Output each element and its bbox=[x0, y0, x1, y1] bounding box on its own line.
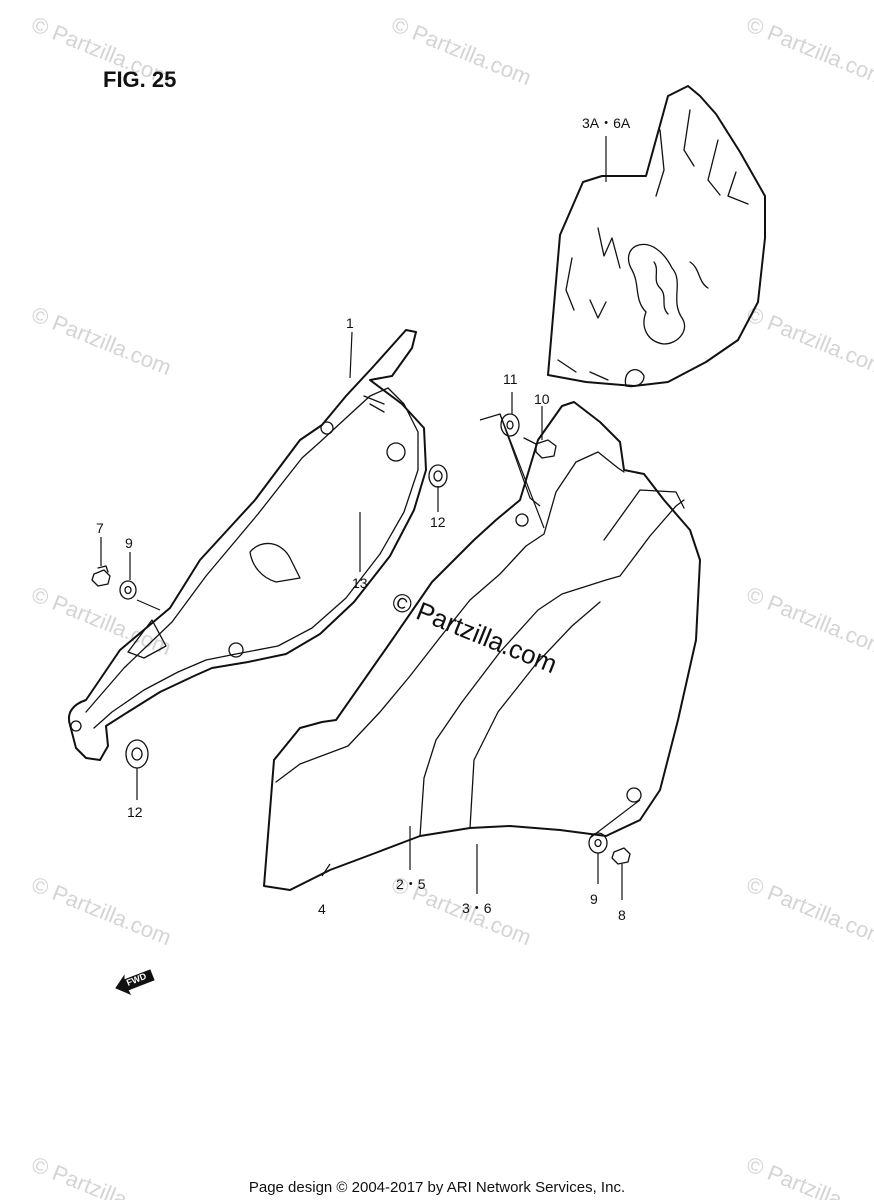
watermark-tile: © Partzilla.com bbox=[743, 581, 874, 660]
callout-12-upper: 12 bbox=[430, 514, 446, 530]
callout-7: 7 bbox=[96, 520, 104, 536]
page-footer: Page design © 2004-2017 by ARI Network S… bbox=[249, 1179, 625, 1196]
part-side-cover-right bbox=[263, 401, 701, 891]
callout-9-left: 9 bbox=[125, 535, 133, 551]
callout-3-6: 3・6 bbox=[462, 900, 492, 916]
callout-9-right: 9 bbox=[590, 891, 598, 907]
grommet-12-lower-icon bbox=[125, 739, 149, 769]
callout-3a-6a: 3A・6A bbox=[582, 115, 631, 131]
callout-10: 10 bbox=[534, 391, 550, 407]
grommet-12-upper-icon bbox=[428, 464, 448, 488]
washer-11-icon bbox=[500, 413, 520, 437]
callouts: 1 13 7 9 12 12 11 10 3A・6A 4 2・5 3・6 9 8 bbox=[96, 115, 631, 923]
bolt-7-icon bbox=[91, 565, 111, 587]
callout-4: 4 bbox=[318, 901, 326, 917]
watermark-center: © Partzilla.com bbox=[388, 586, 562, 679]
callout-8: 8 bbox=[618, 907, 626, 923]
callout-2-5: 2・5 bbox=[396, 876, 426, 892]
watermark-tile: © Partzilla.com bbox=[743, 1151, 874, 1200]
figure-title: FIG. 25 bbox=[103, 67, 176, 92]
watermark-tile: © Partzilla.com bbox=[743, 871, 874, 950]
watermark-tile: © Partzilla.com bbox=[388, 11, 535, 90]
callout-11: 11 bbox=[503, 371, 518, 387]
bolt-10-icon bbox=[523, 437, 557, 459]
watermark-tile: © Partzilla.com bbox=[743, 301, 874, 380]
bolt-8-icon bbox=[611, 847, 631, 865]
part-frame-cover-left bbox=[68, 329, 427, 761]
watermark-tile: © Partzilla.com bbox=[28, 301, 175, 380]
watermark-tile: © Partzilla.com bbox=[28, 871, 175, 950]
callout-12-lower: 12 bbox=[127, 804, 143, 820]
watermark-tile: © Partzilla.com bbox=[743, 11, 874, 90]
callout-13: 13 bbox=[352, 575, 368, 591]
part-decal-emblem bbox=[547, 85, 766, 388]
leader-lines bbox=[100, 136, 641, 900]
fwd-arrow-icon: FWD bbox=[115, 969, 155, 995]
watermark-tile: © Partzilla.com bbox=[28, 1151, 175, 1200]
callout-1: 1 bbox=[346, 315, 354, 331]
washer-9-left-icon bbox=[119, 580, 137, 600]
